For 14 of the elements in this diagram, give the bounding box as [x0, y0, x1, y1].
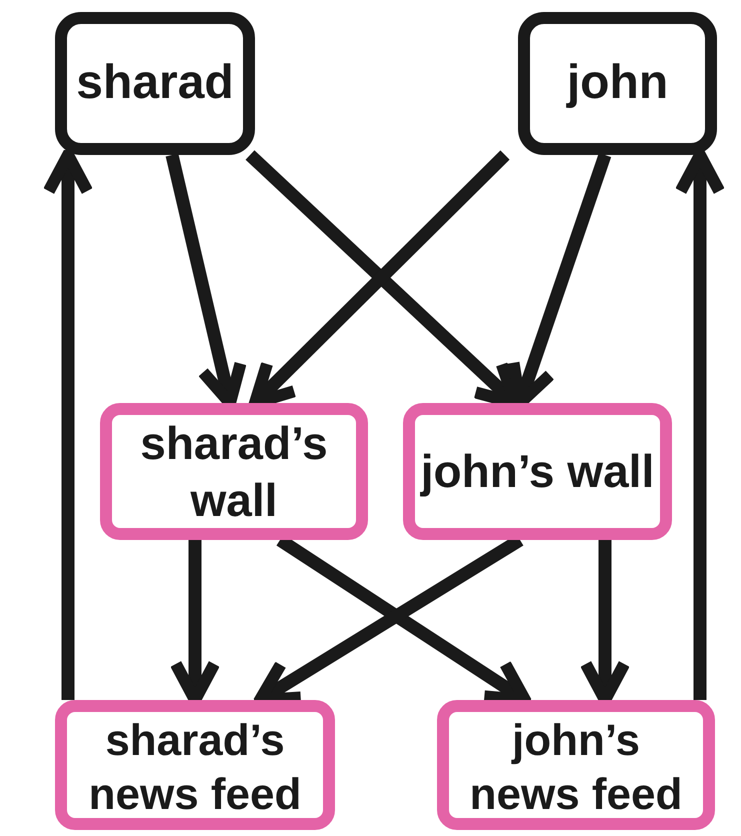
user-box	[55, 12, 255, 155]
node-label: john’s news feed	[468, 715, 684, 821]
page-box	[100, 403, 368, 540]
page-box	[437, 700, 715, 830]
user-box	[518, 12, 717, 155]
arrow	[674, 149, 726, 700]
node-label: sharad’s wall	[139, 416, 329, 528]
node-label: john’s wall	[420, 444, 654, 500]
node-label: sharad’s news feed	[88, 715, 302, 821]
page-box	[55, 700, 335, 830]
page-box	[403, 403, 672, 540]
node-label: sharad	[76, 55, 234, 112]
arrow	[42, 149, 94, 700]
node-label: john	[566, 55, 668, 112]
